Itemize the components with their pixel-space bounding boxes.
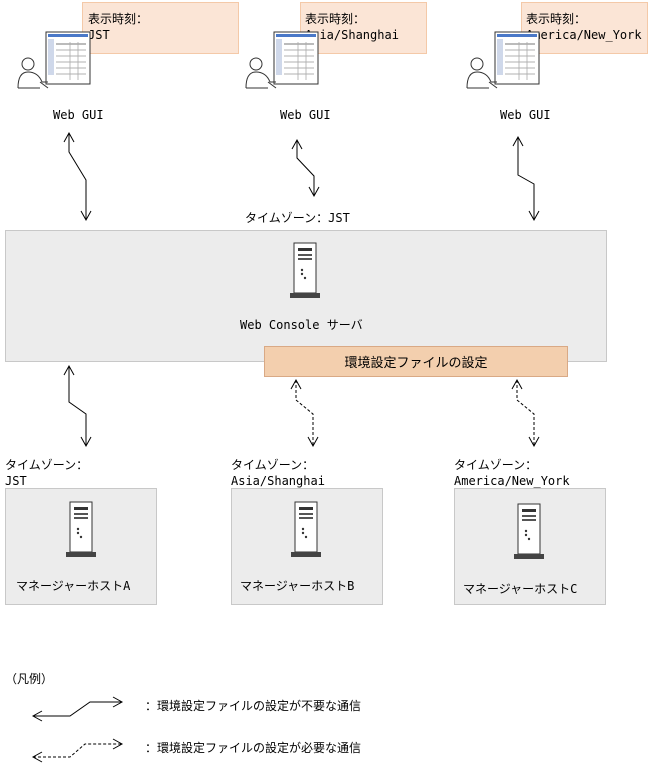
server-icon [289, 242, 321, 299]
client-c-note [521, 2, 648, 54]
client-a-note-tz: JST [88, 28, 110, 42]
server-icon [513, 503, 545, 560]
manager-c-tz: America/New_York [454, 474, 570, 488]
user-pc-icon [245, 31, 319, 89]
server-name: Web Console サーバ [240, 318, 363, 332]
solid-arrow [63, 131, 92, 222]
settings-file-label: 環境設定ファイルの設定 [264, 346, 568, 377]
server-timezone: タイムゾーン：JST [245, 211, 350, 225]
manager-b-tz: Asia/Shanghai [231, 474, 325, 488]
client-b-note-tz: Asia/Shanghai [305, 28, 399, 42]
user-pc-icon [466, 31, 540, 89]
manager-c-tz-title: タイムゾーン： [454, 458, 538, 472]
server-icon [65, 501, 97, 558]
manager-a-tz: JST [5, 474, 27, 488]
manager-b-tz-title: タイムゾーン： [231, 458, 315, 472]
client-a-note [82, 2, 239, 54]
client-b-label: Web GUI [280, 108, 331, 122]
manager-c-name: マネージャーホストC [463, 582, 578, 596]
dashed-arrow [290, 378, 319, 448]
client-b-note-title: 表示時刻： [305, 12, 366, 26]
legend-title: （凡例） [5, 672, 54, 686]
solid-arrow [63, 364, 92, 448]
manager-a-name: マネージャーホストA [16, 579, 131, 593]
legend-dashed-arrow [31, 738, 124, 763]
client-c-note-title: 表示時刻： [526, 12, 587, 26]
user-pc-icon [17, 31, 91, 89]
client-c-note-tz: America/New_York [526, 28, 642, 42]
manager-b-name: マネージャーホストB [240, 579, 355, 593]
legend-solid-arrow [31, 696, 124, 722]
client-a-label: Web GUI [53, 108, 104, 122]
client-b-note [300, 2, 427, 54]
legend-dashed-desc: ：環境設定ファイルの設定が必要な通信 [145, 741, 362, 755]
solid-arrow [291, 138, 320, 198]
dashed-arrow [511, 378, 540, 448]
legend-solid-desc: ：環境設定ファイルの設定が不要な通信 [145, 699, 362, 713]
client-a-note-title: 表示時刻： [88, 12, 149, 26]
client-c-label: Web GUI [500, 108, 551, 122]
solid-arrow [512, 135, 540, 222]
manager-a-tz-title: タイムゾーン： [5, 458, 89, 472]
server-icon [290, 501, 322, 558]
